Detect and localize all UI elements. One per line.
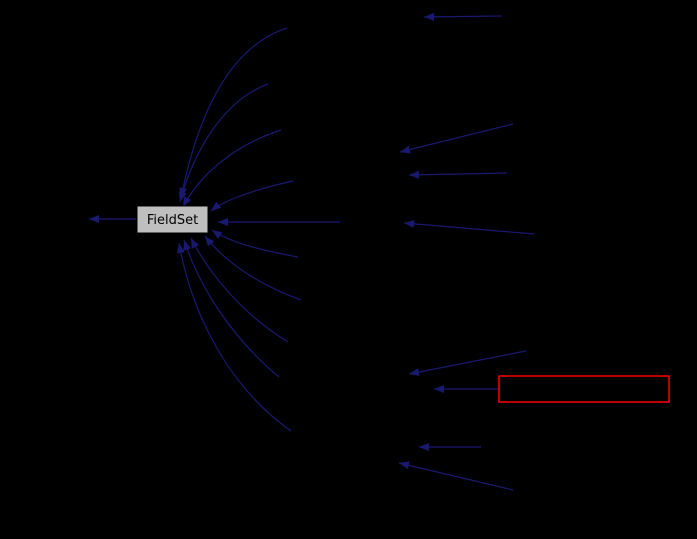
inheritance-edge-9 [183,239,280,378]
edges-layer [89,12,535,491]
inheritance-edge-7 [204,235,302,301]
inheritance-edge-8 [190,237,289,343]
inheritance-edge-6 [211,229,299,258]
node-fieldset-box[interactable] [136,205,209,234]
node-fieldset-label: FieldSet [147,213,198,228]
inheritance-edge-4 [210,180,294,212]
node-fieldset[interactable]: FieldSet [136,205,209,234]
inheritance-edge-2 [178,83,269,203]
nodes-layer: FieldSet [136,205,670,403]
node-highlighted[interactable] [498,375,670,403]
relation-edge-3 [408,170,508,179]
inheritance-edge-1 [179,27,288,199]
node-highlighted-box[interactable] [498,375,670,403]
relation-edge-4 [403,219,535,235]
inheritance-edge-10 [176,242,292,432]
inheritance-edge-3 [182,129,282,208]
relation-edge-1 [423,12,503,21]
relation-edge-5 [408,350,527,376]
relation-edge-7 [398,461,514,491]
relation-edge-2 [399,123,514,154]
